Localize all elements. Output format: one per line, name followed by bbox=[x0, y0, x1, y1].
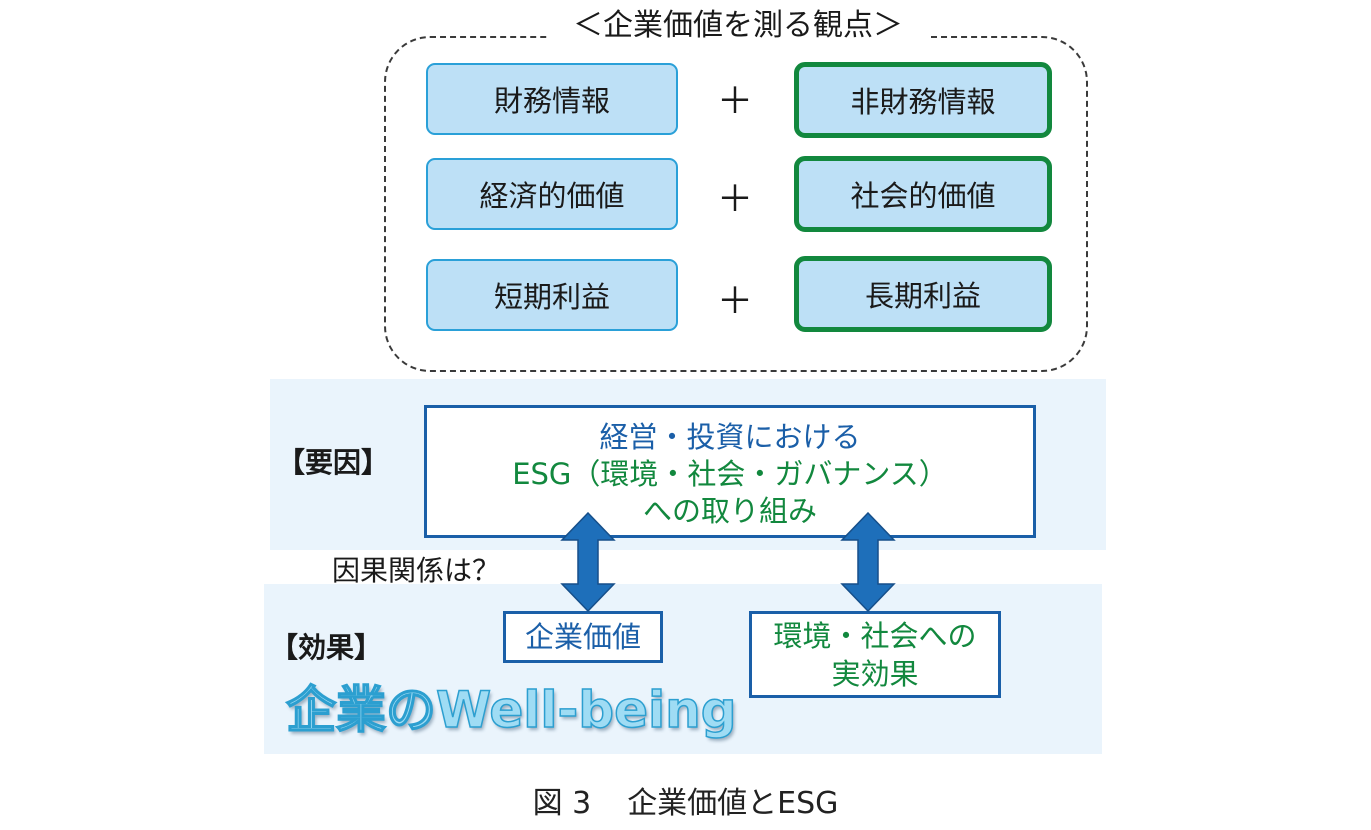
social-value-box: 社会的価値 bbox=[794, 156, 1052, 232]
double-arrow-icon bbox=[840, 512, 896, 612]
long-term-profit-box: 長期利益 bbox=[794, 256, 1052, 332]
esg-line-3: への取り組み bbox=[642, 494, 817, 528]
esg-line-1: 経営・投資における bbox=[599, 420, 861, 454]
corporate-value-box: 企業価値 bbox=[503, 611, 663, 663]
esg-initiatives-box: 経営・投資における ESG（環境・社会・ガバナンス） への取り組み bbox=[424, 405, 1036, 538]
real-impact-box: 環境・社会への 実効果 bbox=[749, 611, 1001, 698]
double-arrow-icon bbox=[560, 512, 616, 612]
non-financial-info-box: 非財務情報 bbox=[794, 62, 1052, 138]
cause-tag: 【要因】 bbox=[277, 446, 390, 479]
economic-value-box: 経済的価値 bbox=[426, 158, 678, 230]
impact-line-1: 環境・社会への bbox=[773, 619, 977, 653]
plus-sign: ＋ bbox=[716, 179, 753, 220]
plus-sign: ＋ bbox=[716, 81, 753, 122]
impact-line-2: 実効果 bbox=[831, 657, 919, 691]
esg-line-2: ESG（環境・社会・ガバナンス） bbox=[512, 457, 948, 491]
causal-question-label: 因果関係は？ bbox=[332, 554, 501, 587]
plus-sign: ＋ bbox=[716, 281, 753, 322]
effect-tag: 【効果】 bbox=[270, 631, 383, 664]
figure-caption-text: 企業価値とESG bbox=[627, 786, 839, 821]
corporate-wellbeing-title: 企業のWell-being bbox=[285, 680, 737, 740]
figure-caption: 図 3 企業価値とESG bbox=[0, 782, 1371, 826]
figure-number: 図 3 bbox=[532, 786, 592, 821]
short-term-profit-box: 短期利益 bbox=[426, 259, 678, 331]
financial-info-box: 財務情報 bbox=[426, 63, 678, 135]
panel-title: ＜企業価値を測る観点＞ bbox=[548, 4, 928, 48]
